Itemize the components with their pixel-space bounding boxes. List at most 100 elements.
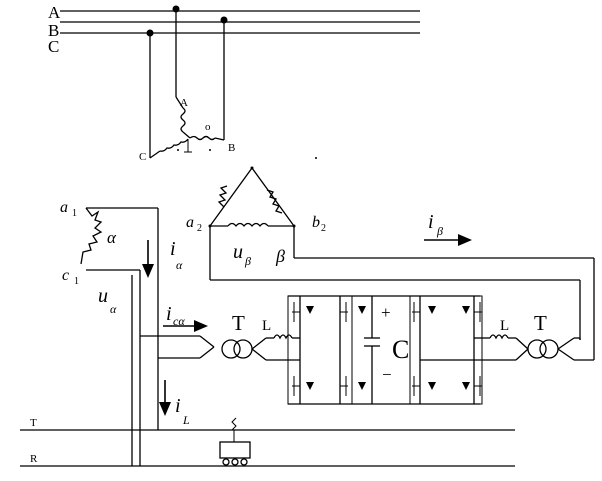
diode-symbol (428, 306, 436, 314)
switch-tr (340, 302, 366, 322)
wire (200, 347, 214, 358)
i-alpha-arrow-head (142, 264, 154, 278)
u-alpha-symbol: u (98, 285, 108, 307)
beta-left-sub: 2 (197, 223, 202, 234)
top-transformer: A B C o (139, 97, 317, 163)
i-l-sub: L (182, 413, 190, 427)
winding-c-coil (160, 139, 188, 151)
winding-a-tail (183, 132, 190, 138)
i-beta-indicator: i β (424, 211, 472, 246)
left-drop-wires (132, 275, 140, 466)
wire (200, 336, 214, 347)
wire (558, 349, 574, 360)
terminal-c: C (139, 151, 146, 163)
beta-right-sub: 2 (321, 223, 326, 234)
rail-bottom-label: R (30, 453, 38, 465)
locomotive-body (220, 442, 250, 458)
three-phase-bus: A B C (48, 3, 420, 56)
winding-a-coil (181, 108, 185, 132)
diode-symbol (428, 382, 436, 390)
phase-label-c: C (48, 37, 59, 56)
wire-dot (251, 167, 254, 170)
i-alpha-symbol: i (170, 238, 176, 260)
switch-r-bl (412, 376, 436, 396)
u-alpha-label: u α (98, 285, 117, 316)
winding-b-coil (190, 137, 215, 140)
alpha-coil (81, 208, 101, 264)
alpha-top-sub: 1 (72, 208, 77, 219)
i-beta-sub: β (436, 224, 443, 238)
left-inductor-label: L (262, 318, 271, 334)
wire-dot (315, 157, 317, 159)
switch-r-br (462, 376, 482, 396)
alpha-winding: a 1 c 1 α (60, 199, 158, 430)
capacitor-minus: − (382, 365, 392, 384)
wire (252, 349, 266, 360)
right-bridge-frame (410, 296, 482, 404)
wire (558, 338, 574, 349)
i-l-indicator: i L (159, 380, 190, 427)
switch-r-tr (462, 302, 482, 322)
diode-symbol (462, 306, 470, 314)
right-inductor (490, 335, 508, 338)
capacitor-label: C (392, 335, 409, 364)
wheel-right (241, 459, 247, 465)
u-beta-sub: β (244, 254, 251, 268)
switch-tl (292, 302, 314, 322)
wheel-left (223, 459, 229, 465)
switch-r-tl (412, 302, 436, 322)
wire-dot (209, 149, 211, 151)
left-inductor (274, 335, 292, 338)
neutral-label: o (205, 121, 211, 133)
diode-symbol (306, 306, 314, 314)
i-alpha-sub: α (176, 258, 183, 272)
u-alpha-sub: α (110, 302, 117, 316)
capacitor-plus: + (381, 303, 391, 322)
i-l-arrow-head (159, 402, 171, 416)
beta-phase-label: β (275, 246, 285, 266)
locomotive-icon (220, 418, 250, 465)
right-transformer-coil-2 (540, 340, 558, 358)
right-bridge (410, 296, 482, 404)
beta-winding: a 2 b 2 u β β (186, 167, 326, 269)
winding-c-lead (150, 151, 160, 158)
alpha-phase-label: α (107, 228, 117, 247)
beta-bottom-coil (228, 224, 268, 227)
alpha-bottom-sub: 1 (74, 276, 79, 287)
left-transformer-label: T (232, 311, 245, 335)
terminal-b: B (228, 142, 235, 154)
wire (516, 338, 528, 349)
i-l-symbol: i (175, 395, 181, 417)
i-beta-arrow-head (458, 234, 472, 246)
wire (252, 338, 266, 349)
wire-dot (177, 149, 179, 151)
rail-top-label: T (30, 417, 37, 429)
diode-symbol (358, 382, 366, 390)
rails: T R (20, 417, 515, 466)
switch-bl (292, 376, 314, 396)
switch-br (340, 376, 366, 396)
i-beta-symbol: i (428, 211, 434, 233)
dc-link: + C − (288, 296, 480, 404)
beta-left-terminal: a (186, 214, 194, 231)
i-c-alpha-arrow-head (194, 320, 208, 332)
right-inductor-label: L (500, 318, 509, 334)
left-bridge (288, 296, 366, 404)
diode-symbol (306, 382, 314, 390)
phase-label-a: A (48, 3, 61, 22)
winding-b-lead (215, 138, 224, 140)
diode-symbol (358, 306, 366, 314)
diode-symbol (462, 382, 470, 390)
beta-right-coil (267, 190, 282, 213)
right-converter-output: L T (420, 311, 594, 360)
left-converter-input: T L (140, 311, 300, 360)
wire (516, 349, 528, 360)
pantograph (232, 418, 236, 430)
i-c-alpha-symbol: i (166, 303, 172, 325)
alpha-bottom-terminal: c (62, 267, 69, 284)
left-transformer-coil-2 (234, 340, 252, 358)
right-transformer-label: T (534, 311, 547, 335)
i-c-alpha-sub: cα (173, 314, 185, 328)
